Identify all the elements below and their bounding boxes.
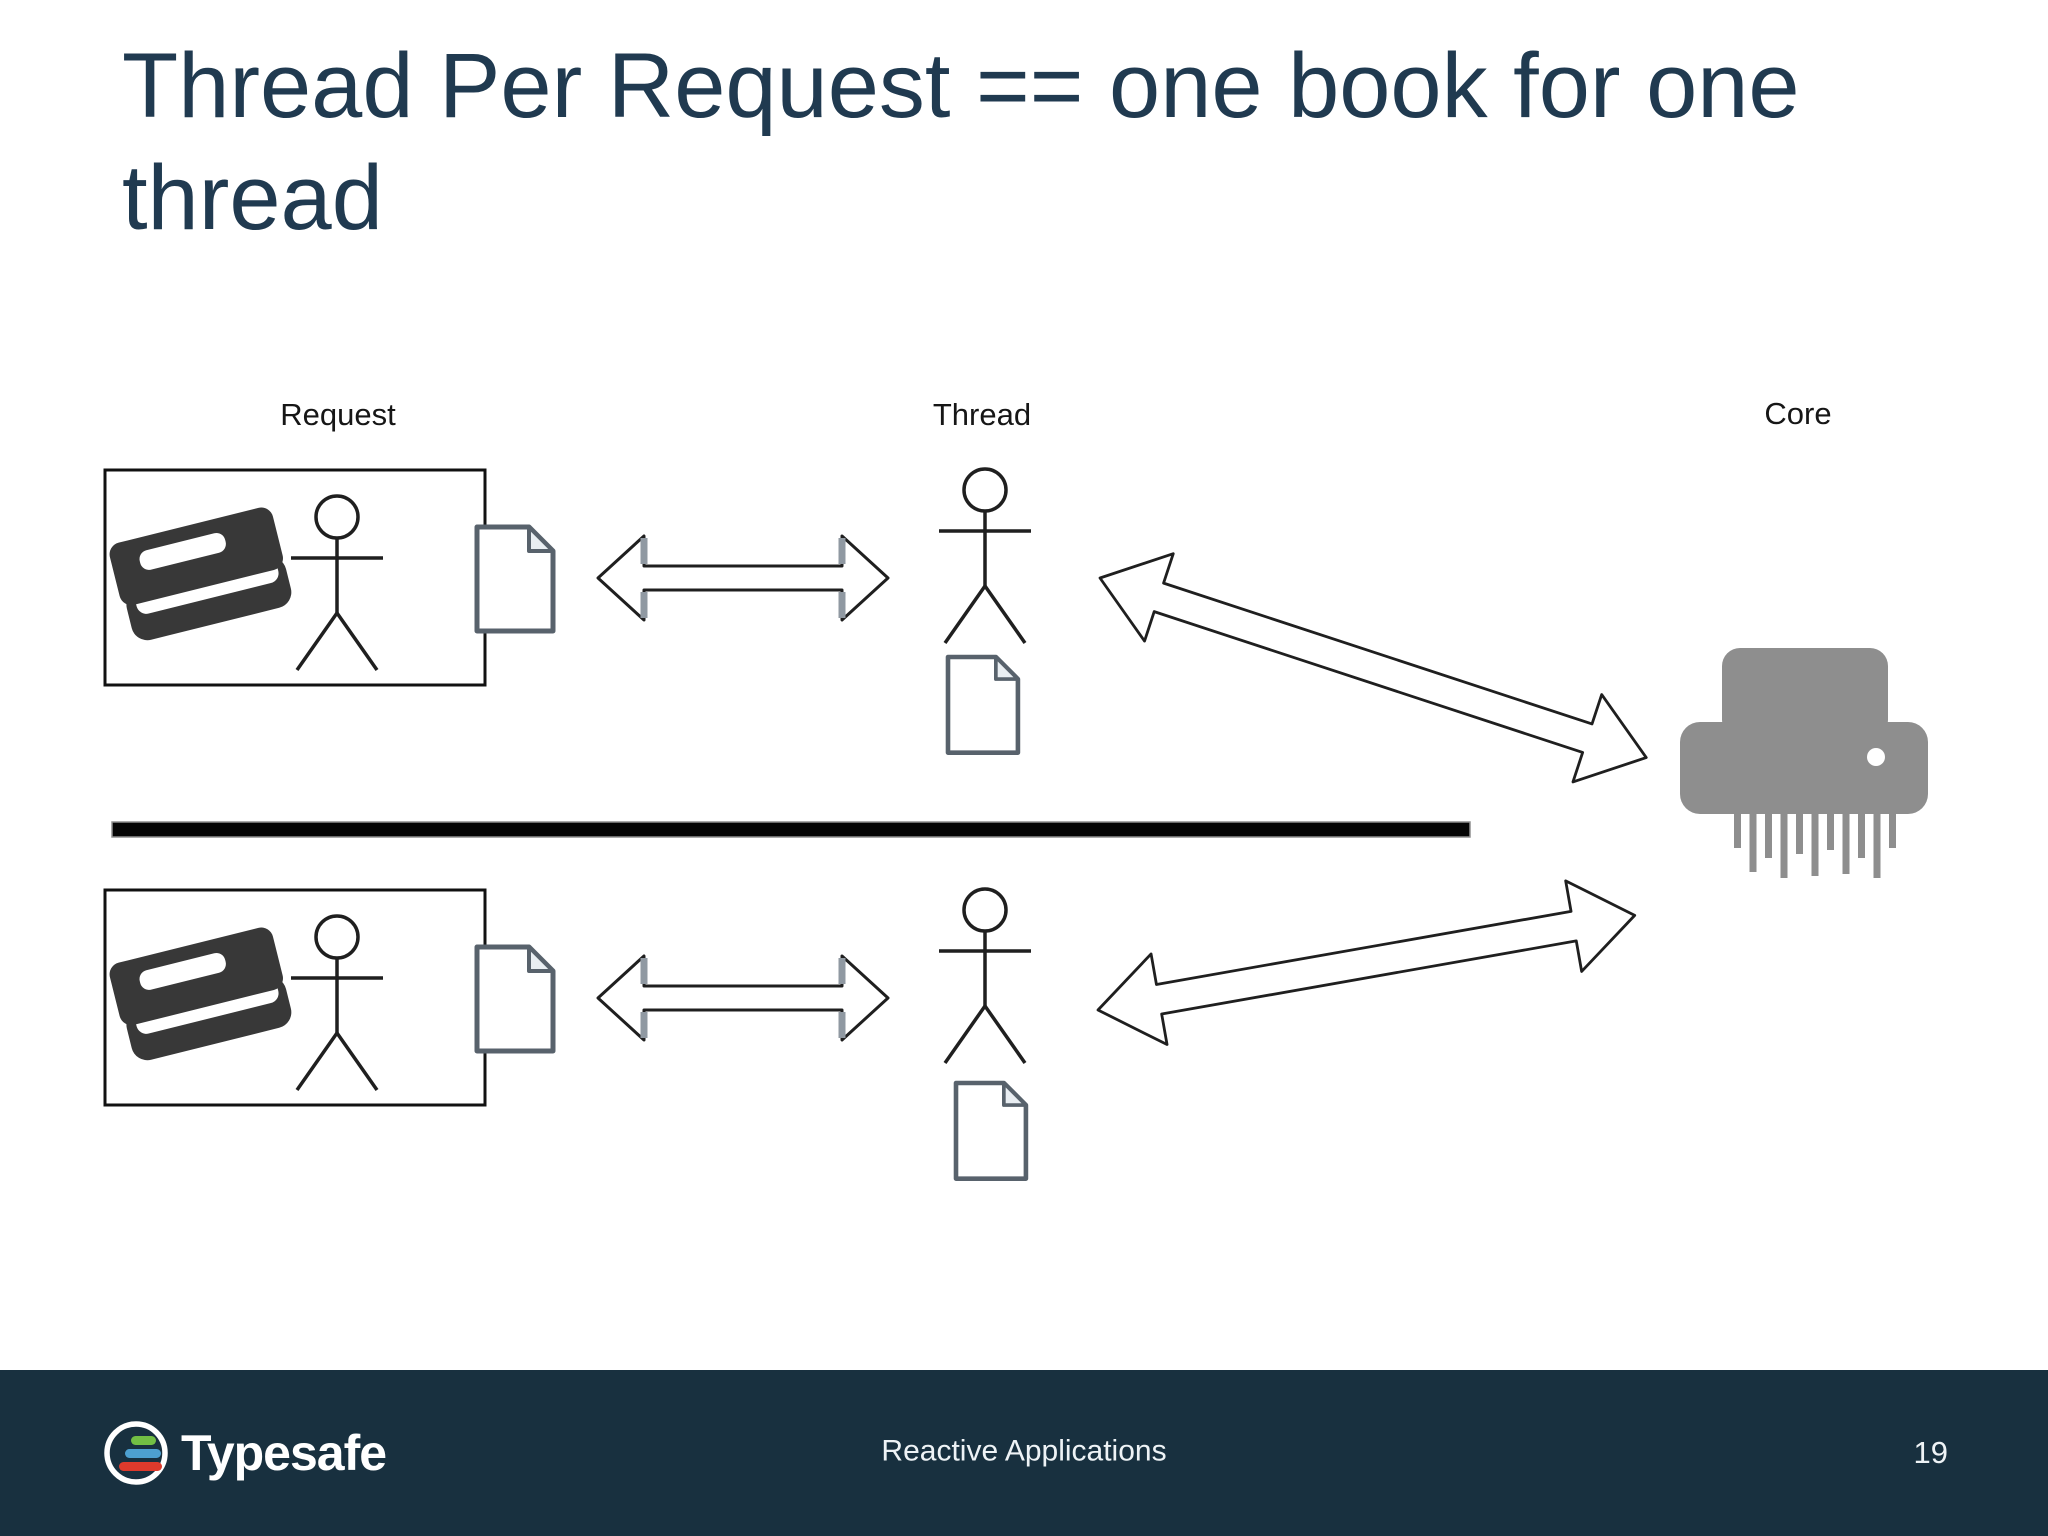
page-number: 19 [1913,1435,1948,1470]
column-label-request: Request [280,397,396,432]
diagonal-double-arrow-icon [1088,868,1645,1057]
document-icon [948,657,1018,753]
row-divider [111,821,1471,838]
column-label-core: Core [1764,396,1831,431]
double-arrow-icon [598,536,888,620]
brand-wordmark: Typesafe [181,1425,387,1481]
footer-title: Reactive Applications [881,1434,1167,1468]
document-icon [956,1083,1026,1179]
stick-figure-icon [937,887,1033,1065]
diagonal-double-arrow-icon [1084,532,1663,803]
slide-title: Thread Per Request == one book for one t… [122,35,1800,249]
typesafe-logo-icon [104,1421,168,1485]
document-icon [477,527,553,631]
shredder-icon [1680,648,1928,878]
footer-bar: Typesafe Reactive Applications 19 [0,1370,2048,1536]
double-arrow-icon [598,956,888,1040]
stick-figure-icon [937,467,1033,645]
document-icon [477,947,553,1051]
column-label-thread: Thread [933,397,1031,432]
typesafe-logo: Typesafe [100,1417,387,1489]
shredded-strips [1734,812,1896,878]
